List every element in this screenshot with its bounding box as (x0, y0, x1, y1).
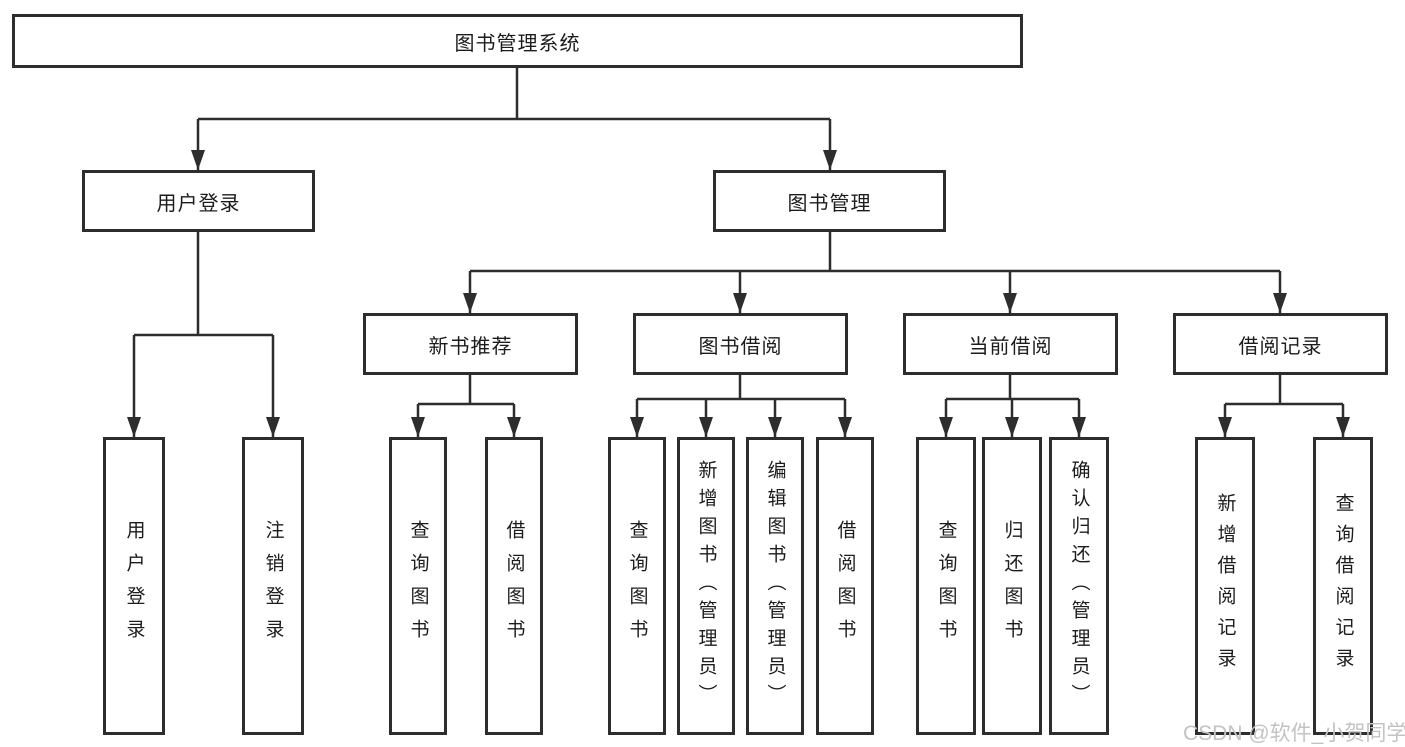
arrow-down-icon (411, 417, 425, 437)
arrow-down-icon (1273, 293, 1287, 313)
node-borrow-records: 借阅记录 (1173, 313, 1388, 375)
csdn-watermark: CSDN @软件_小贺同学 (1183, 722, 1405, 745)
arrow-down-icon (507, 417, 521, 437)
leaf-recommend-borrow-books: 借阅图书 (485, 437, 543, 735)
leaf-user-login: 用户登录 (103, 437, 165, 735)
arrow-down-icon (939, 417, 953, 437)
node-label: 查询图书 (626, 520, 648, 652)
node-label: 查询图书 (935, 520, 957, 652)
node-label: 新增图书（管理员） (695, 460, 717, 712)
arrow-down-icon (127, 417, 141, 437)
node-user-login: 用户登录 (82, 170, 315, 232)
arrow-down-icon (838, 417, 852, 437)
leaf-borrow-query-books: 查询图书 (608, 437, 666, 735)
node-label: 注销登录 (262, 520, 284, 652)
node-label: 当前借阅 (968, 335, 1053, 358)
connector-user-login-children (132, 232, 275, 437)
node-label: 图书借阅 (698, 335, 783, 358)
node-label: 用户登录 (123, 520, 145, 652)
leaf-borrow-add-books-admin: 新增图书（管理员） (677, 437, 735, 735)
arrowhead-icons (127, 150, 1350, 437)
connector-root-to-level2 (196, 68, 832, 170)
node-new-book-recommendation: 新书推荐 (363, 313, 578, 375)
node-book-borrowing: 图书借阅 (633, 313, 848, 375)
arrow-down-icon (699, 417, 713, 437)
node-label: 用户登录 (156, 192, 241, 215)
node-label: 借阅记录 (1238, 335, 1323, 358)
node-current-borrowing: 当前借阅 (903, 313, 1118, 375)
leaf-records-add-borrow-record: 新增借阅记录 (1195, 437, 1255, 735)
leaf-borrow-borrow-books: 借阅图书 (816, 437, 874, 735)
node-label: 查询借阅记录 (1332, 493, 1354, 679)
node-label: 借阅图书 (834, 520, 856, 652)
leaf-current-return-books: 归还图书 (982, 437, 1042, 735)
leaf-recommend-query-books: 查询图书 (389, 437, 447, 735)
node-book-management: 图书管理 (713, 170, 946, 232)
arrow-down-icon (266, 417, 280, 437)
arrow-down-icon (768, 417, 782, 437)
node-label: 编辑图书（管理员） (764, 460, 786, 712)
arrow-down-icon (191, 150, 205, 170)
leaf-borrow-edit-books-admin: 编辑图书（管理员） (746, 437, 804, 735)
node-label: 归还图书 (1001, 520, 1023, 652)
node-label: 借阅图书 (503, 520, 525, 652)
arrow-down-icon (1336, 417, 1350, 437)
node-label: 确认归还（管理员） (1068, 460, 1090, 712)
connector-book-management-children (468, 232, 1282, 313)
node-library-management-system: 图书管理系统 (12, 14, 1023, 68)
arrow-down-icon (1003, 293, 1017, 313)
connector-borrow-children (635, 375, 847, 437)
arrow-down-icon (733, 293, 747, 313)
connector-recommend-children (416, 375, 516, 437)
connector-lines (132, 68, 1345, 437)
arrow-down-icon (1218, 417, 1232, 437)
connector-records-children (1223, 375, 1345, 437)
node-label: 新增借阅记录 (1214, 493, 1236, 679)
leaf-records-query-borrow-record: 查询借阅记录 (1313, 437, 1373, 735)
leaf-logout: 注销登录 (242, 437, 304, 735)
node-label: 图书管理 (787, 192, 872, 215)
arrow-down-icon (1005, 417, 1019, 437)
node-label: 查询图书 (407, 520, 429, 652)
arrow-down-icon (1072, 417, 1086, 437)
arrow-down-icon (630, 417, 644, 437)
node-label: 图书管理系统 (454, 32, 581, 55)
leaf-current-confirm-return-admin: 确认归还（管理员） (1049, 437, 1109, 735)
leaf-current-query-books: 查询图书 (916, 437, 976, 735)
arrow-down-icon (823, 150, 837, 170)
node-label: 新书推荐 (428, 335, 513, 358)
arrow-down-icon (463, 293, 477, 313)
